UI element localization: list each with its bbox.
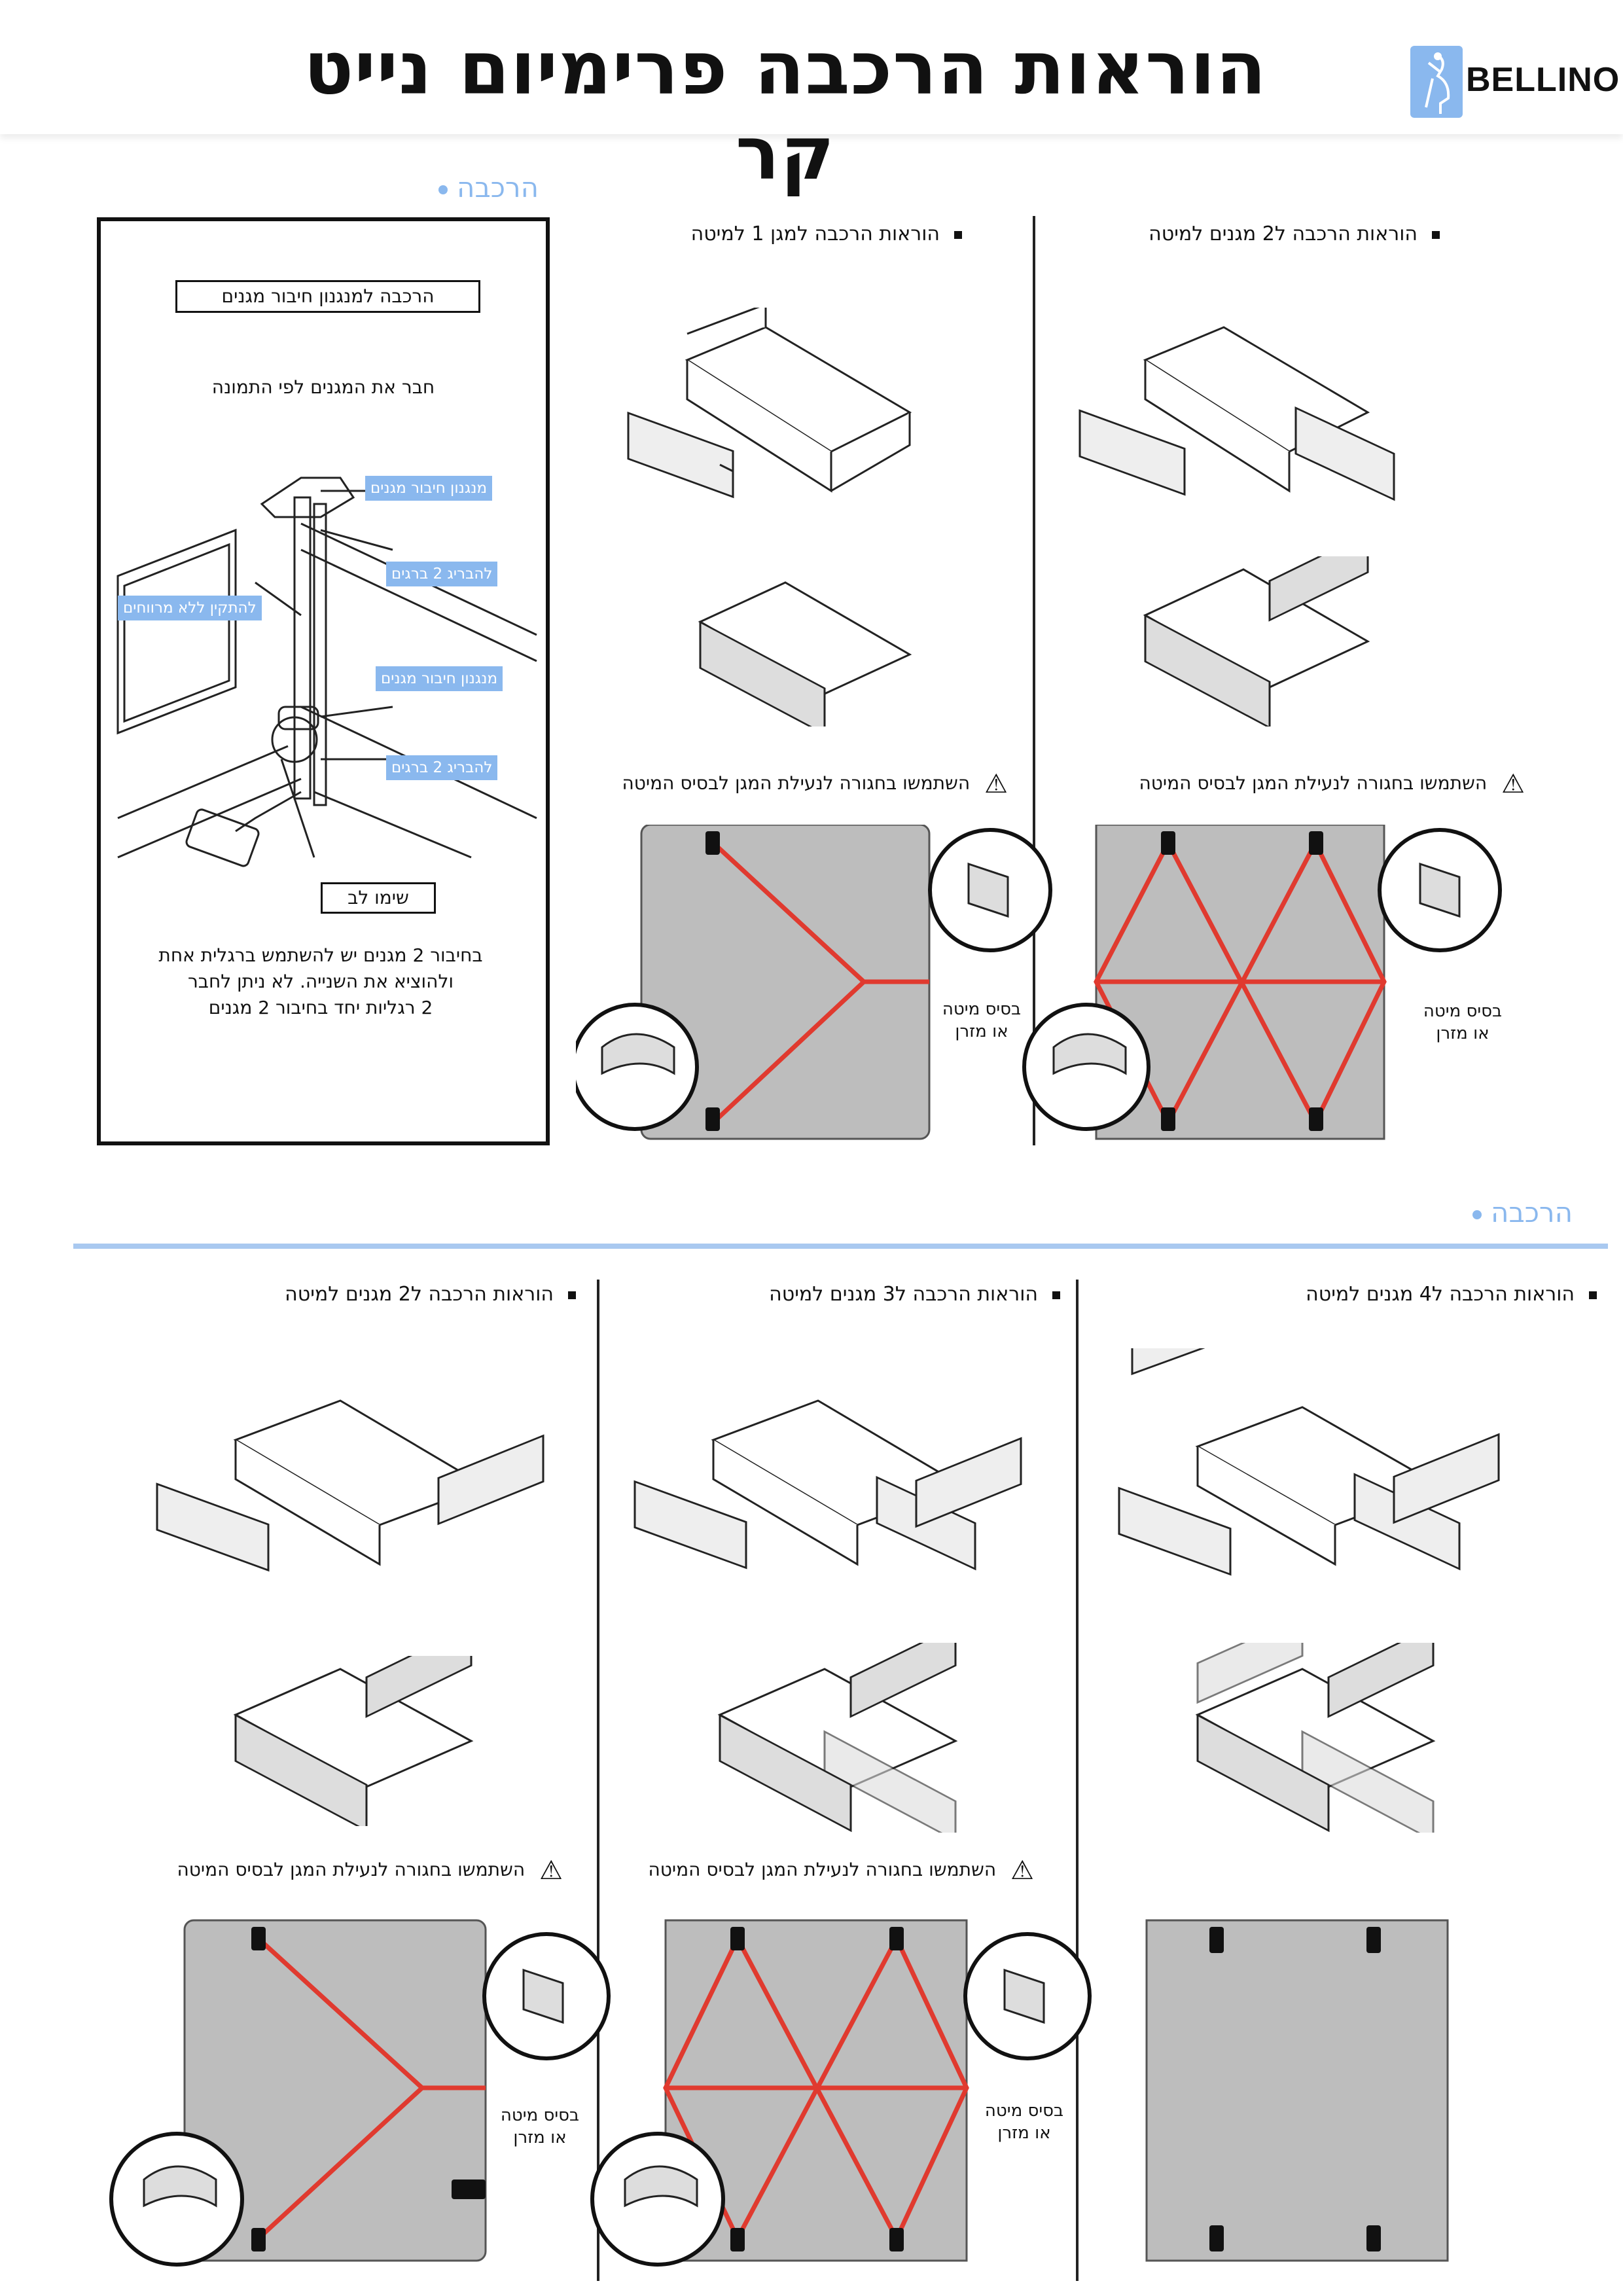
warning-icon: ⚠ [1010, 1856, 1034, 1886]
section-label-top: הרכבה [438, 171, 539, 204]
heading-2-guards: הוראות הרכבה ל2 מגנים למיטה [196, 1283, 576, 1306]
connector-heading: הרכבה למנגנון חיבור מגנים [175, 280, 480, 313]
warning-icon: ⚠ [539, 1856, 563, 1886]
bed-assembled-4-guards [1195, 1643, 1436, 1833]
bed-exploded-2-guards [156, 1399, 544, 1572]
bullet-icon [568, 1291, 576, 1299]
column-divider [597, 1280, 599, 2281]
bed-exploded-illustration [627, 308, 912, 499]
heading-3-guards: הוראות הרכבה ל3 מגנים למיטה [674, 1283, 1060, 1306]
connector-instruction: חבר את המגנים לפי התמונה [211, 376, 435, 398]
warning-icon: ⚠ [984, 769, 1008, 799]
stork-icon [1410, 46, 1463, 118]
section-label-bottom: הרכבה [1472, 1196, 1573, 1229]
callout-base-1: בסיס מיטה או מזרן [942, 999, 1022, 1041]
bed-assembled-2-guards [233, 1656, 474, 1826]
bed-assembled-illustration [698, 581, 912, 726]
tag-connector-mechanism-top: מנגנון חיבור מגנים [365, 476, 493, 501]
heading-4-guards: הוראות הרכבה ל4 מגנים למיטה [1198, 1283, 1597, 1306]
connector-note: בחיבור 2 מגנים יש להשתמש ברגלית אחת ולהו… [118, 942, 524, 1021]
strap-diagram-5 [1145, 1919, 1449, 2262]
callout-base-2: בסיס מיטה או מזרן [1423, 1001, 1503, 1043]
tag-install-no-gaps: להתקין ללא מרווחים [118, 596, 262, 620]
column-divider [1076, 1280, 1079, 2281]
bed-exploded-illustration-2 [1079, 326, 1395, 501]
heading-2-guards-top: הוראות הרכבה ל2 מגנים למיטה [1126, 223, 1440, 245]
bed-exploded-4-guards [1118, 1348, 1500, 1576]
note-line-1: בחיבור 2 מגנים יש להשתמש ברגלית אחת [158, 944, 483, 966]
warning-strap-2: ⚠השתמשו בחגורה לנעילת המגן לבסיס המיטה [1139, 769, 1525, 799]
warning-strap-1: ⚠השתמשו בחגורה לנעילת המגן לבסיס המיטה [622, 769, 1008, 799]
column-divider [1033, 216, 1035, 1145]
strap-diagram-4 [590, 1919, 1092, 2267]
warning-icon: ⚠ [1501, 769, 1525, 799]
attention-label: שימו לב [321, 882, 436, 914]
strap-diagram-3 [109, 1919, 611, 2267]
bed-exploded-3-guards [633, 1399, 1022, 1571]
note-line-2: ולהוציא את השנייה. לא ניתן לחבר [187, 971, 454, 992]
warning-strap-3: ⚠השתמשו בחגורה לנעילת המגן לבסיס המיטה [177, 1856, 563, 1886]
callout-base-3: בסיס מיטה או מזרן [500, 2106, 580, 2147]
bullet-icon [1052, 1291, 1060, 1299]
heading-1-guard: הוראות הרכבה למגן 1 למיטה [687, 223, 962, 245]
tag-connector-mechanism-bottom: מנגנון חיבור מגנים [376, 666, 503, 691]
tag-screw-2-upper: להבריג 2 ברגים [386, 562, 498, 586]
bullet-icon [954, 230, 962, 239]
bed-assembled-illustration-2 [1143, 556, 1370, 726]
strap-diagram-2 [1022, 825, 1502, 1140]
bullet-icon [1589, 1291, 1597, 1299]
brand-logo: BELLINO [1466, 61, 1620, 99]
connector-instructions-box [97, 217, 550, 1145]
page-header [0, 0, 1623, 134]
warning-strap-4: ⚠השתמשו בחגורה לנעילת המגן לבסיס המיטה [648, 1856, 1034, 1886]
callout-base-4: בסיס מיטה או מזרן [984, 2101, 1064, 2143]
section-divider [73, 1244, 1608, 1249]
page-title: הוראות הרכבה פרימיום נייט קר [304, 26, 1267, 196]
bullet-icon [1432, 230, 1440, 239]
strap-diagram-1 [576, 825, 1052, 1140]
bed-assembled-3-guards [717, 1643, 958, 1833]
note-line-3: 2 רגליות יחד בחיבור 2 מגנים [208, 997, 433, 1018]
tag-screw-2-lower: להבריג 2 ברגים [386, 755, 498, 780]
